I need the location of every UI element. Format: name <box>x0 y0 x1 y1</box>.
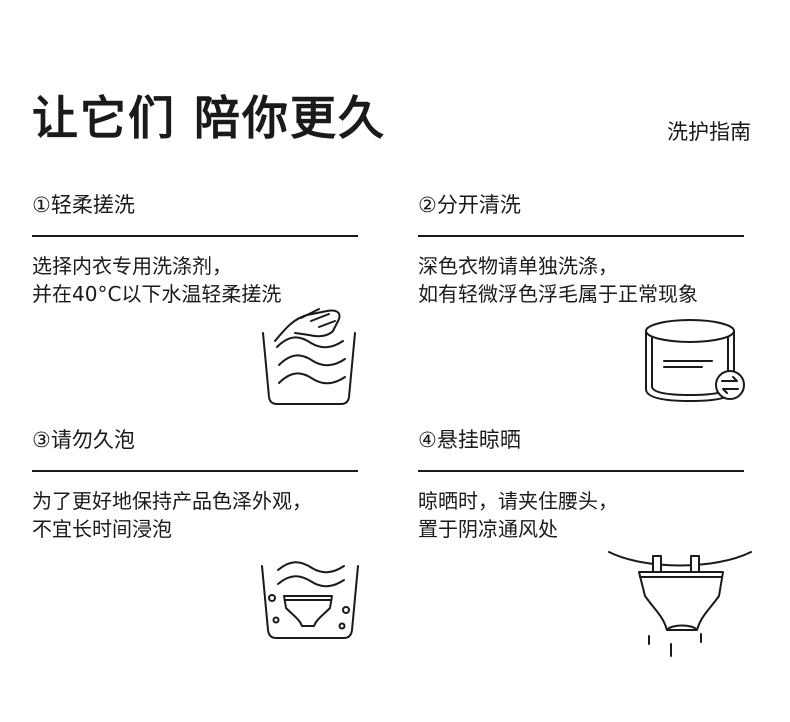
section-heading: ②分开清洗 <box>418 193 521 217</box>
section-divider <box>32 470 358 472</box>
soaking-basin-icon <box>256 556 366 642</box>
section-heading: ④悬挂晾晒 <box>418 428 521 452</box>
page-title: 让它们 陪你更久 <box>32 91 387 145</box>
care-section-hang-dry: ④悬挂晾晒 晾晒时，请夹住腰头， 置于阴凉通风处 <box>418 426 744 543</box>
section-description: 深色衣物请单独洗涤， 如有轻微浮色浮毛属于正常现象 <box>418 252 744 308</box>
description-line: 如有轻微浮色浮毛属于正常现象 <box>418 282 698 306</box>
section-description: 选择内衣专用洗涤剂， 并在40°C以下水温轻柔搓洗 <box>32 252 358 308</box>
section-divider <box>418 235 744 237</box>
section-divider <box>418 470 744 472</box>
hand-washing-basin-icon <box>255 305 365 407</box>
care-section-gentle-wash: ①轻柔搓洗 选择内衣专用洗涤剂， 并在40°C以下水温轻柔搓洗 <box>32 191 358 308</box>
separate-wash-drum-icon <box>640 315 752 407</box>
section-description: 为了更好地保持产品色泽外观， 不宜长时间浸泡 <box>32 487 358 543</box>
section-heading: ③请勿久泡 <box>32 428 135 452</box>
description-line: 为了更好地保持产品色泽外观， <box>32 489 312 513</box>
description-line: 选择内衣专用洗涤剂， <box>32 254 232 278</box>
section-heading: ①轻柔搓洗 <box>32 193 135 217</box>
care-section-no-soaking: ③请勿久泡 为了更好地保持产品色泽外观， 不宜长时间浸泡 <box>32 426 358 543</box>
description-line: 深色衣物请单独洗涤， <box>418 254 618 278</box>
description-line: 晾晒时，请夹住腰头， <box>418 489 618 513</box>
care-guide-label: 洗护指南 <box>667 120 751 144</box>
description-line: 置于阴凉通风处 <box>418 517 558 541</box>
description-line: 并在40°C以下水温轻柔搓洗 <box>32 282 282 306</box>
section-description: 晾晒时，请夹住腰头， 置于阴凉通风处 <box>418 487 744 543</box>
section-divider <box>32 235 358 237</box>
hanging-dry-icon <box>605 544 755 658</box>
description-line: 不宜长时间浸泡 <box>32 517 172 541</box>
care-section-separate-wash: ②分开清洗 深色衣物请单独洗涤， 如有轻微浮色浮毛属于正常现象 <box>418 191 744 308</box>
